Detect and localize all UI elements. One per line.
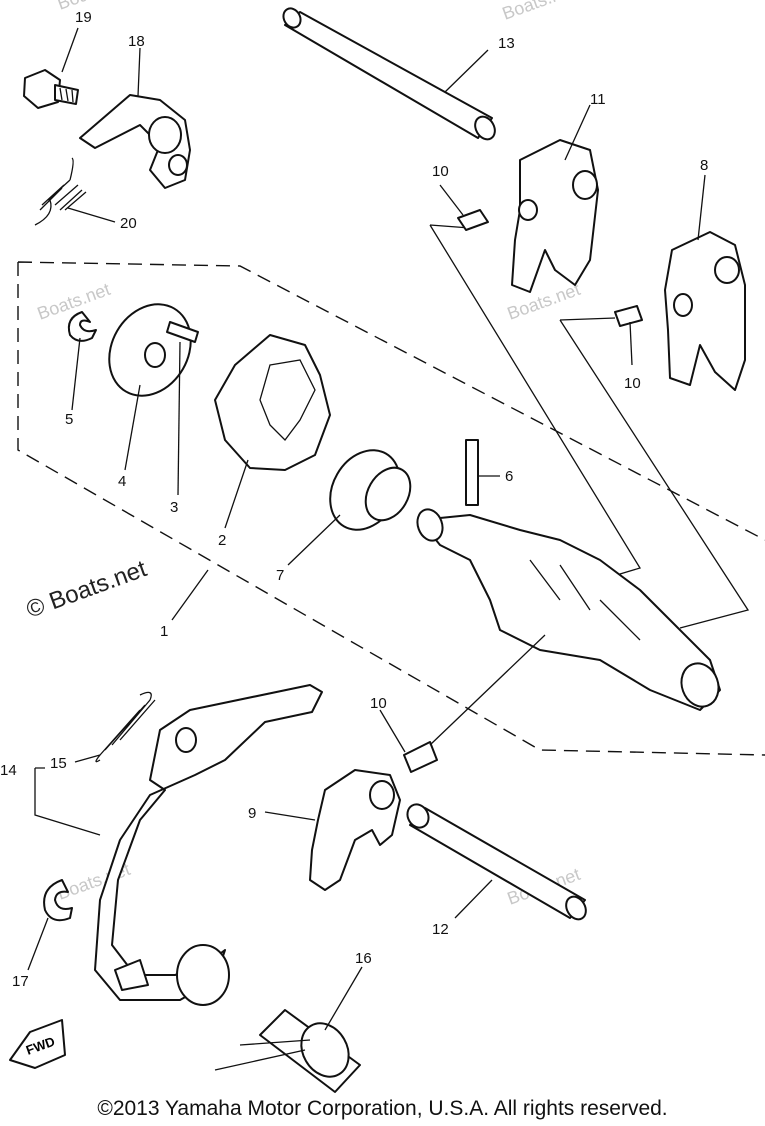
- callout-11: 11: [590, 91, 606, 108]
- part-12-shaft: [406, 803, 587, 921]
- shift-cam-drum: [416, 508, 721, 711]
- part-5-circlip: [67, 311, 97, 342]
- part-13-shaft: [282, 7, 496, 141]
- part-6-pin: [465, 439, 479, 506]
- callout-17: 17: [12, 973, 29, 990]
- part-11-shift-fork: [511, 139, 599, 293]
- copyright-notice: ©2013 Yamaha Motor Corporation, U.S.A. A…: [97, 1097, 668, 1120]
- assembly-boundary: [17, 261, 765, 756]
- leader-lines: [27, 27, 706, 1031]
- callout-9: 9: [248, 805, 256, 822]
- callout-12: 12: [432, 921, 449, 938]
- callout-3: 3: [170, 499, 178, 516]
- callout-14: 14: [0, 762, 17, 779]
- part-16-torsion-spring: [214, 1009, 361, 1093]
- callout-4: 4: [118, 473, 126, 490]
- watermark-copyright: © Boats.net: [23, 555, 151, 623]
- watermark-1: Boats.net: [55, 0, 133, 14]
- callout-19: 19: [75, 9, 92, 26]
- part-2-segment: [214, 334, 331, 471]
- callout-7: 7: [276, 567, 284, 584]
- part-7-bearing: [329, 449, 412, 531]
- callout-8: 8: [700, 157, 708, 174]
- callout-5: 5: [65, 411, 73, 428]
- part-20-spring: [34, 157, 87, 226]
- callout-labels: 19 18 13 11 10 8 20 10 5 4 3 6 2 7 1 10 …: [0, 9, 708, 990]
- part-15-spring: [95, 691, 156, 763]
- callout-18: 18: [128, 33, 145, 50]
- callout-15: 15: [50, 755, 67, 772]
- part-14-shift-arm: [94, 684, 323, 1006]
- part-19-bolt: [23, 69, 79, 109]
- part-18-stopper-lever: [79, 94, 191, 189]
- leader-drum-pin: [429, 634, 546, 746]
- watermark-2: Boats.net: [500, 0, 578, 24]
- callout-2: 2: [218, 532, 226, 549]
- callout-16: 16: [355, 950, 372, 967]
- part-4-washer: [108, 303, 192, 397]
- part-10-pin-a: [457, 209, 489, 231]
- callout-13: 13: [498, 35, 515, 52]
- part-9-shift-fork: [309, 769, 401, 891]
- callout-10a: 10: [432, 163, 449, 180]
- part-3-pin: [166, 321, 199, 343]
- leader-fork8-cam: [559, 317, 750, 629]
- callout-10b: 10: [624, 375, 641, 392]
- callout-6: 6: [505, 468, 513, 485]
- part-17-circlip: [43, 879, 73, 922]
- part-10-pin-c: [403, 741, 438, 773]
- fwd-arrow-icon: FWD: [9, 1019, 66, 1069]
- part-8-shift-fork: [664, 231, 746, 391]
- callout-20: 20: [120, 215, 137, 232]
- callout-1: 1: [160, 623, 168, 640]
- part-10-pin-b: [614, 305, 643, 327]
- callout-10c: 10: [370, 695, 387, 712]
